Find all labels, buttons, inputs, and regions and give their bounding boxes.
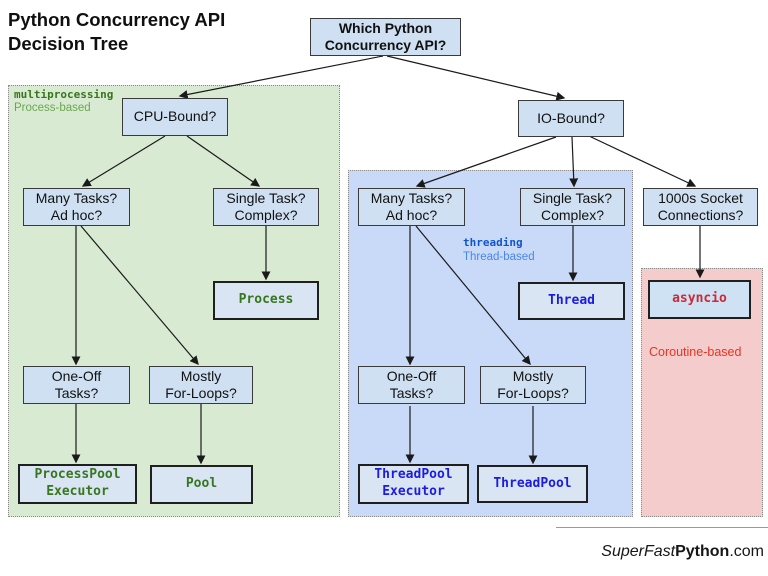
arrow-th-many-to-forloops [415, 225, 531, 366]
arrow-io-to-many [415, 136, 557, 188]
multiprocessing-label: multiprocessing [14, 88, 114, 101]
node-mp-many-tasks: Many Tasks? Ad hoc? [23, 188, 130, 226]
node-asyncio: asyncio [648, 280, 751, 319]
node-processpool-executor: ProcessPool Executor [18, 464, 137, 504]
footer-brand-italic: SuperFast [601, 543, 676, 560]
region-threading: threading Thread-based [348, 170, 633, 517]
node-th-for-loops: Mostly For-Loops? [480, 366, 586, 404]
node-socket-connections: 1000s Socket Connections? [643, 188, 758, 226]
footer-brand: SuperFastPython.com [601, 543, 764, 561]
arrow-mp-many-to-forloops [80, 225, 199, 366]
node-th-many-tasks: Many Tasks? Ad hoc? [358, 188, 465, 226]
node-io-bound: IO-Bound? [518, 100, 624, 137]
node-cpu-bound: CPU-Bound? [122, 98, 228, 136]
node-th-one-off-tasks: One-Off Tasks? [358, 366, 465, 404]
node-mp-one-off-tasks: One-Off Tasks? [23, 366, 130, 404]
node-mp-for-loops: Mostly For-Loops? [149, 366, 253, 404]
arrow-cpu-to-single [186, 135, 261, 187]
arrow-io-to-single [569, 136, 579, 188]
node-thread: Thread [518, 282, 625, 320]
arrow-root-to-io [386, 55, 566, 101]
node-root-question: Which Python Concurrency API? [310, 18, 461, 56]
footer-divider [556, 527, 768, 528]
node-th-single-task: Single Task? Complex? [520, 188, 625, 226]
footer-brand-bold: Python [675, 543, 730, 560]
node-threadpool-executor: ThreadPool Executor [358, 464, 469, 504]
node-process: Process [213, 281, 319, 320]
arrow-io-to-sockets [588, 135, 697, 187]
threading-label: threading [463, 236, 523, 249]
arrow-cpu-to-many [81, 135, 166, 187]
footer-brand-suffix: .com [729, 543, 764, 560]
node-pool: Pool [150, 465, 253, 504]
coroutine-based-label: Coroutine-based [649, 345, 742, 359]
process-based-label: Process-based [14, 102, 91, 114]
arrow-root-to-cpu [178, 55, 384, 99]
node-threadpool: ThreadPool [477, 465, 588, 503]
page-title: Python Concurrency API Decision Tree [8, 9, 226, 54]
thread-based-label: Thread-based [463, 251, 535, 263]
node-mp-single-task: Single Task? Complex? [213, 188, 319, 226]
